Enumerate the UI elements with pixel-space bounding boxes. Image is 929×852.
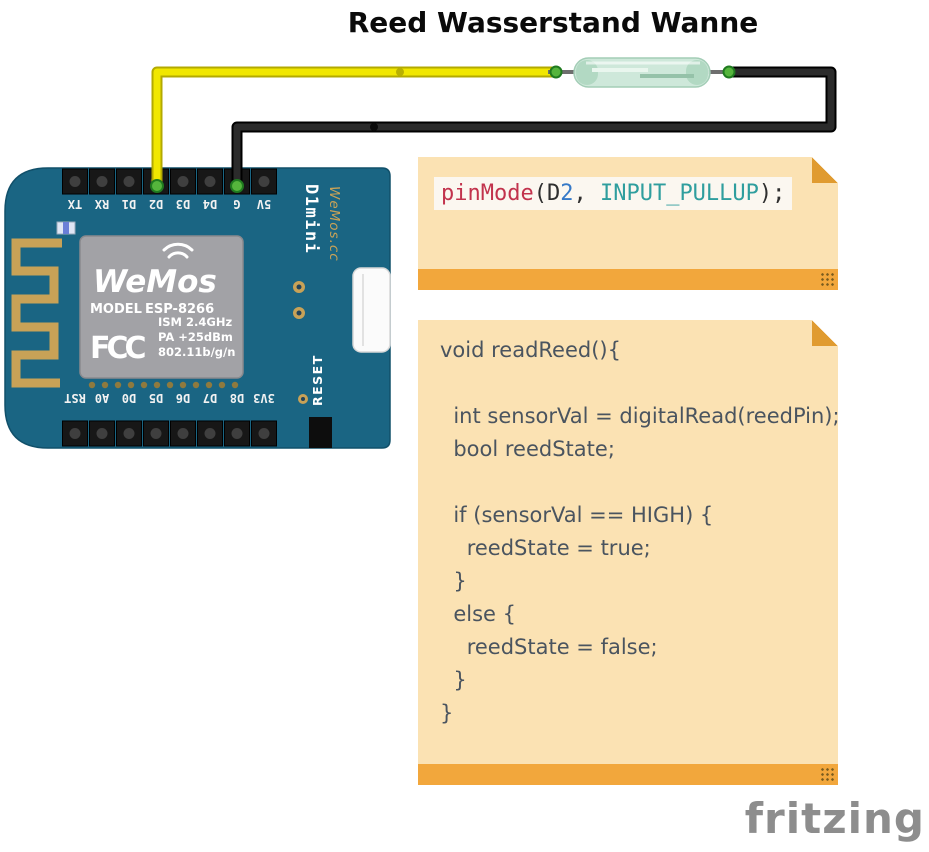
- pin-label: D0: [122, 391, 136, 405]
- product-silk-label: D1mini: [301, 184, 321, 254]
- esp8266-shield: WeMos MODEL ESP-8266 FCC ISM 2.4GHz PA +…: [79, 235, 244, 379]
- note-body: pinMode(D2, INPUT_PULLUP);: [434, 177, 793, 210]
- connector-reed-left[interactable]: [549, 65, 563, 79]
- pin-label: D8: [230, 391, 244, 405]
- resize-grip-icon[interactable]: [820, 272, 834, 286]
- model-value: ESP-8266: [145, 302, 214, 317]
- wire-bendpoint[interactable]: [370, 123, 378, 131]
- onboard-led: [56, 221, 76, 235]
- code-line: if (sensorVal == HIGH) {: [440, 503, 714, 527]
- code-line: void readReed(){: [440, 338, 621, 362]
- top-pin-labels: TX RX D1 D2 D3 D4 G 5V: [67, 197, 271, 211]
- pinmode-code: pinMode(D2, INPUT_PULLUP);: [434, 177, 793, 210]
- pin-label: RST: [64, 391, 86, 405]
- code-token: INPUT_PULLUP: [599, 181, 759, 206]
- code-line: else {: [440, 602, 517, 626]
- pin-label: RX: [94, 197, 109, 211]
- pin-label: D4: [203, 197, 217, 211]
- wemos-d1-mini-board[interactable]: TX RX D1 D2 D3 D4 G 5V RST A0 D0 D5 D6 D…: [4, 167, 391, 449]
- note-footer-bar: [418, 764, 838, 785]
- code-line: }: [440, 701, 454, 725]
- connector-reed-right[interactable]: [722, 65, 736, 79]
- pin-label: A0: [95, 391, 109, 405]
- pin-label: 5V: [257, 197, 271, 211]
- fcc-logo: FCC: [90, 331, 146, 366]
- code-token: (D: [533, 181, 561, 206]
- wemos-logo: WeMos: [93, 264, 217, 300]
- code-token: 2: [560, 181, 574, 206]
- pin-label: 3V3: [253, 391, 275, 405]
- pin-label: D3: [176, 197, 190, 211]
- code-line: }: [440, 668, 467, 692]
- reed-switch[interactable]: [548, 57, 734, 88]
- code-token: );: [758, 181, 786, 206]
- code-note-readreed[interactable]: void readReed(){ int sensorVal = digital…: [418, 320, 840, 785]
- site-silk-label: WeMos.cc: [326, 186, 342, 262]
- code-line: [440, 466, 826, 499]
- fritzing-watermark: fritzing: [744, 794, 925, 843]
- usb-connector: [352, 267, 391, 353]
- code-line: reedState = false;: [440, 635, 658, 659]
- pin-label: G: [233, 197, 240, 211]
- bottom-pin-holes: [69, 428, 270, 439]
- code-token: pinMode: [441, 181, 534, 206]
- reset-silk-label: RESET: [310, 354, 325, 406]
- code-line: int sensorVal = digitalRead(reedPin);: [440, 404, 840, 428]
- reset-button[interactable]: [309, 417, 332, 448]
- antenna-trace-icon: [11, 238, 62, 388]
- connection-points: [150, 65, 736, 193]
- folded-corner-icon: [812, 157, 838, 183]
- pin-label: TX: [67, 197, 82, 211]
- code-line: [440, 367, 826, 400]
- pin-label: D5: [149, 391, 163, 405]
- code-line: }: [440, 569, 467, 593]
- connector-d2[interactable]: [150, 179, 164, 193]
- reed-end-cap: [576, 60, 598, 85]
- pin-label: D1: [122, 197, 136, 211]
- pin-label: D6: [176, 391, 190, 405]
- connector-gnd[interactable]: [230, 179, 244, 193]
- code-token: ,: [573, 181, 600, 206]
- model-label: MODEL: [90, 302, 142, 317]
- wire-yellow-d2[interactable]: [151, 66, 562, 193]
- code-note-pinmode[interactable]: pinMode(D2, INPUT_PULLUP);: [418, 157, 838, 290]
- shield-pads: [88, 381, 239, 389]
- gold-vias: [293, 281, 308, 404]
- pin-label: D2: [149, 197, 163, 211]
- spec-line: 802.11b/g/n: [158, 345, 235, 359]
- reed-code: void readReed(){ int sensorVal = digital…: [440, 334, 840, 730]
- spec-line: ISM 2.4GHz: [158, 315, 232, 329]
- code-line: bool reedState;: [440, 437, 615, 461]
- note-footer-bar: [418, 269, 838, 290]
- pin-label: D7: [203, 391, 217, 405]
- bottom-pin-labels: RST A0 D0 D5 D6 D7 D8 3V3: [64, 391, 275, 405]
- reed-end-cap: [686, 60, 708, 85]
- folded-corner-icon: [812, 320, 838, 346]
- code-line: reedState = true;: [440, 536, 651, 560]
- wifi-icon: [162, 242, 194, 259]
- wire-black-gnd[interactable]: [231, 66, 837, 193]
- reed-glass-body: [573, 57, 711, 88]
- diagram-title: Reed Wasserstand Wanne: [347, 6, 759, 39]
- resize-grip-icon[interactable]: [820, 767, 834, 781]
- spec-line: PA +25dBm: [158, 330, 233, 344]
- wire-bendpoint[interactable]: [396, 68, 404, 76]
